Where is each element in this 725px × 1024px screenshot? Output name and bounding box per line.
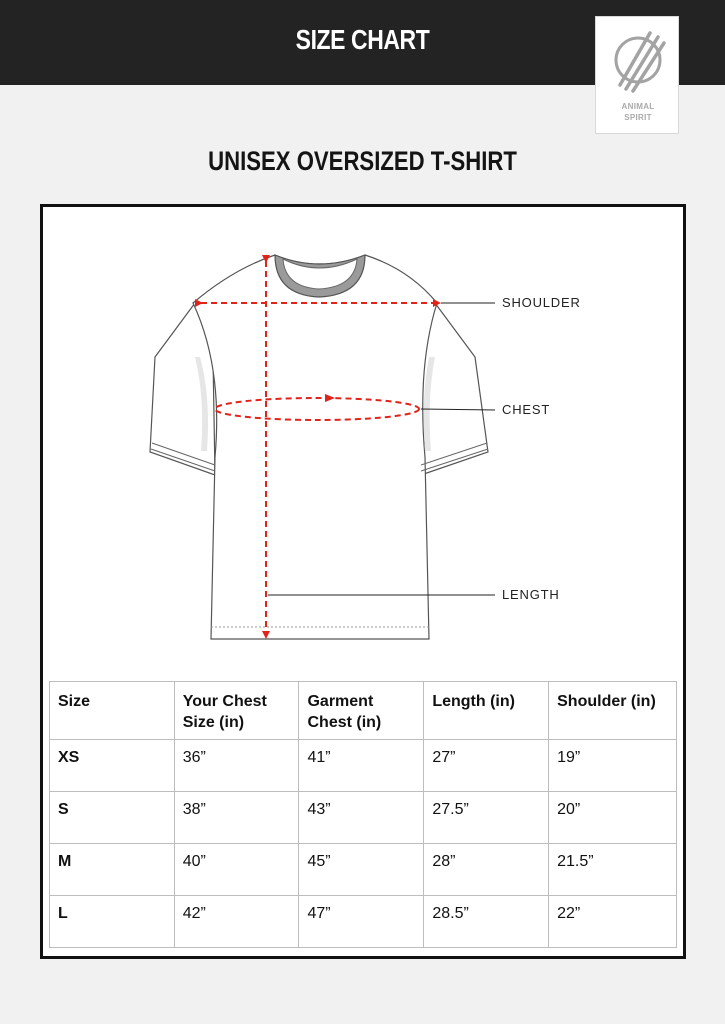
table-cell: 42” (173, 895, 300, 948)
page-title: SIZE CHART (295, 24, 430, 55)
table-cell: 36” (173, 739, 300, 792)
size-table: Size Your Chest Size (in) Garment Chest … (49, 681, 677, 948)
chest-label: CHEST (502, 402, 551, 417)
table-cell: 19” (548, 739, 677, 792)
size-chart-panel: SHOULDER CHEST LENGTH Size Your Chest Si… (40, 204, 686, 959)
chest-arrow-head (325, 394, 335, 402)
table-cell: 20” (548, 791, 677, 844)
table-cell: 22” (548, 895, 677, 948)
brand-name-line1: ANIMAL (621, 102, 655, 111)
table-cell: 41” (298, 739, 425, 792)
column-header-your-chest: Your Chest Size (in) (173, 681, 300, 740)
table-row: M 40” 45” 28” 21.5” (49, 843, 677, 896)
table-cell: 21.5” (548, 843, 677, 896)
sleeve-cuffs (150, 442, 489, 472)
table-row: L 42” 47” 28.5” 22” (49, 895, 677, 948)
chest-leader-line (420, 408, 496, 411)
table-cell: L (49, 895, 175, 948)
table-cell: 45” (298, 843, 425, 896)
table-header-row: Size Your Chest Size (in) Garment Chest … (49, 681, 677, 740)
table-cell: M (49, 843, 175, 896)
brand-logo: ANIMAL SPIRIT (595, 16, 679, 134)
table-cell: S (49, 791, 175, 844)
table-cell: 27” (423, 739, 550, 792)
claw-marks-icon (614, 31, 666, 93)
table-row: XS 36” 41” 27” 19” (49, 739, 677, 792)
table-row: S 38” 43” 27.5” 20” (49, 791, 677, 844)
column-header-length: Length (in) (423, 681, 550, 740)
table-cell: 40” (173, 843, 300, 896)
table-cell: 28” (423, 843, 550, 896)
shoulder-label: SHOULDER (502, 295, 581, 310)
column-header-shoulder: Shoulder (in) (548, 681, 677, 740)
product-title: UNISEX OVERSIZED T-SHIRT (208, 146, 517, 176)
table-cell: 47” (298, 895, 425, 948)
table-cell: 43” (298, 791, 425, 844)
brand-name-line2: SPIRIT (624, 113, 652, 122)
chest-measure-ellipse (214, 397, 420, 421)
table-cell: 27.5” (423, 791, 550, 844)
table-cell: 38” (173, 791, 300, 844)
brand-name: ANIMAL SPIRIT (596, 101, 680, 123)
table-cell: XS (49, 739, 175, 792)
column-header-size: Size (49, 681, 175, 740)
table-cell: 28.5” (423, 895, 550, 948)
tshirt-outline (149, 254, 489, 640)
column-header-garment-chest: Garment Chest (in) (298, 681, 425, 740)
tshirt-diagram (149, 254, 496, 640)
length-label: LENGTH (502, 587, 560, 602)
right-side-shading (423, 357, 435, 451)
collar-inner (282, 258, 358, 290)
left-side-shading (195, 357, 209, 451)
